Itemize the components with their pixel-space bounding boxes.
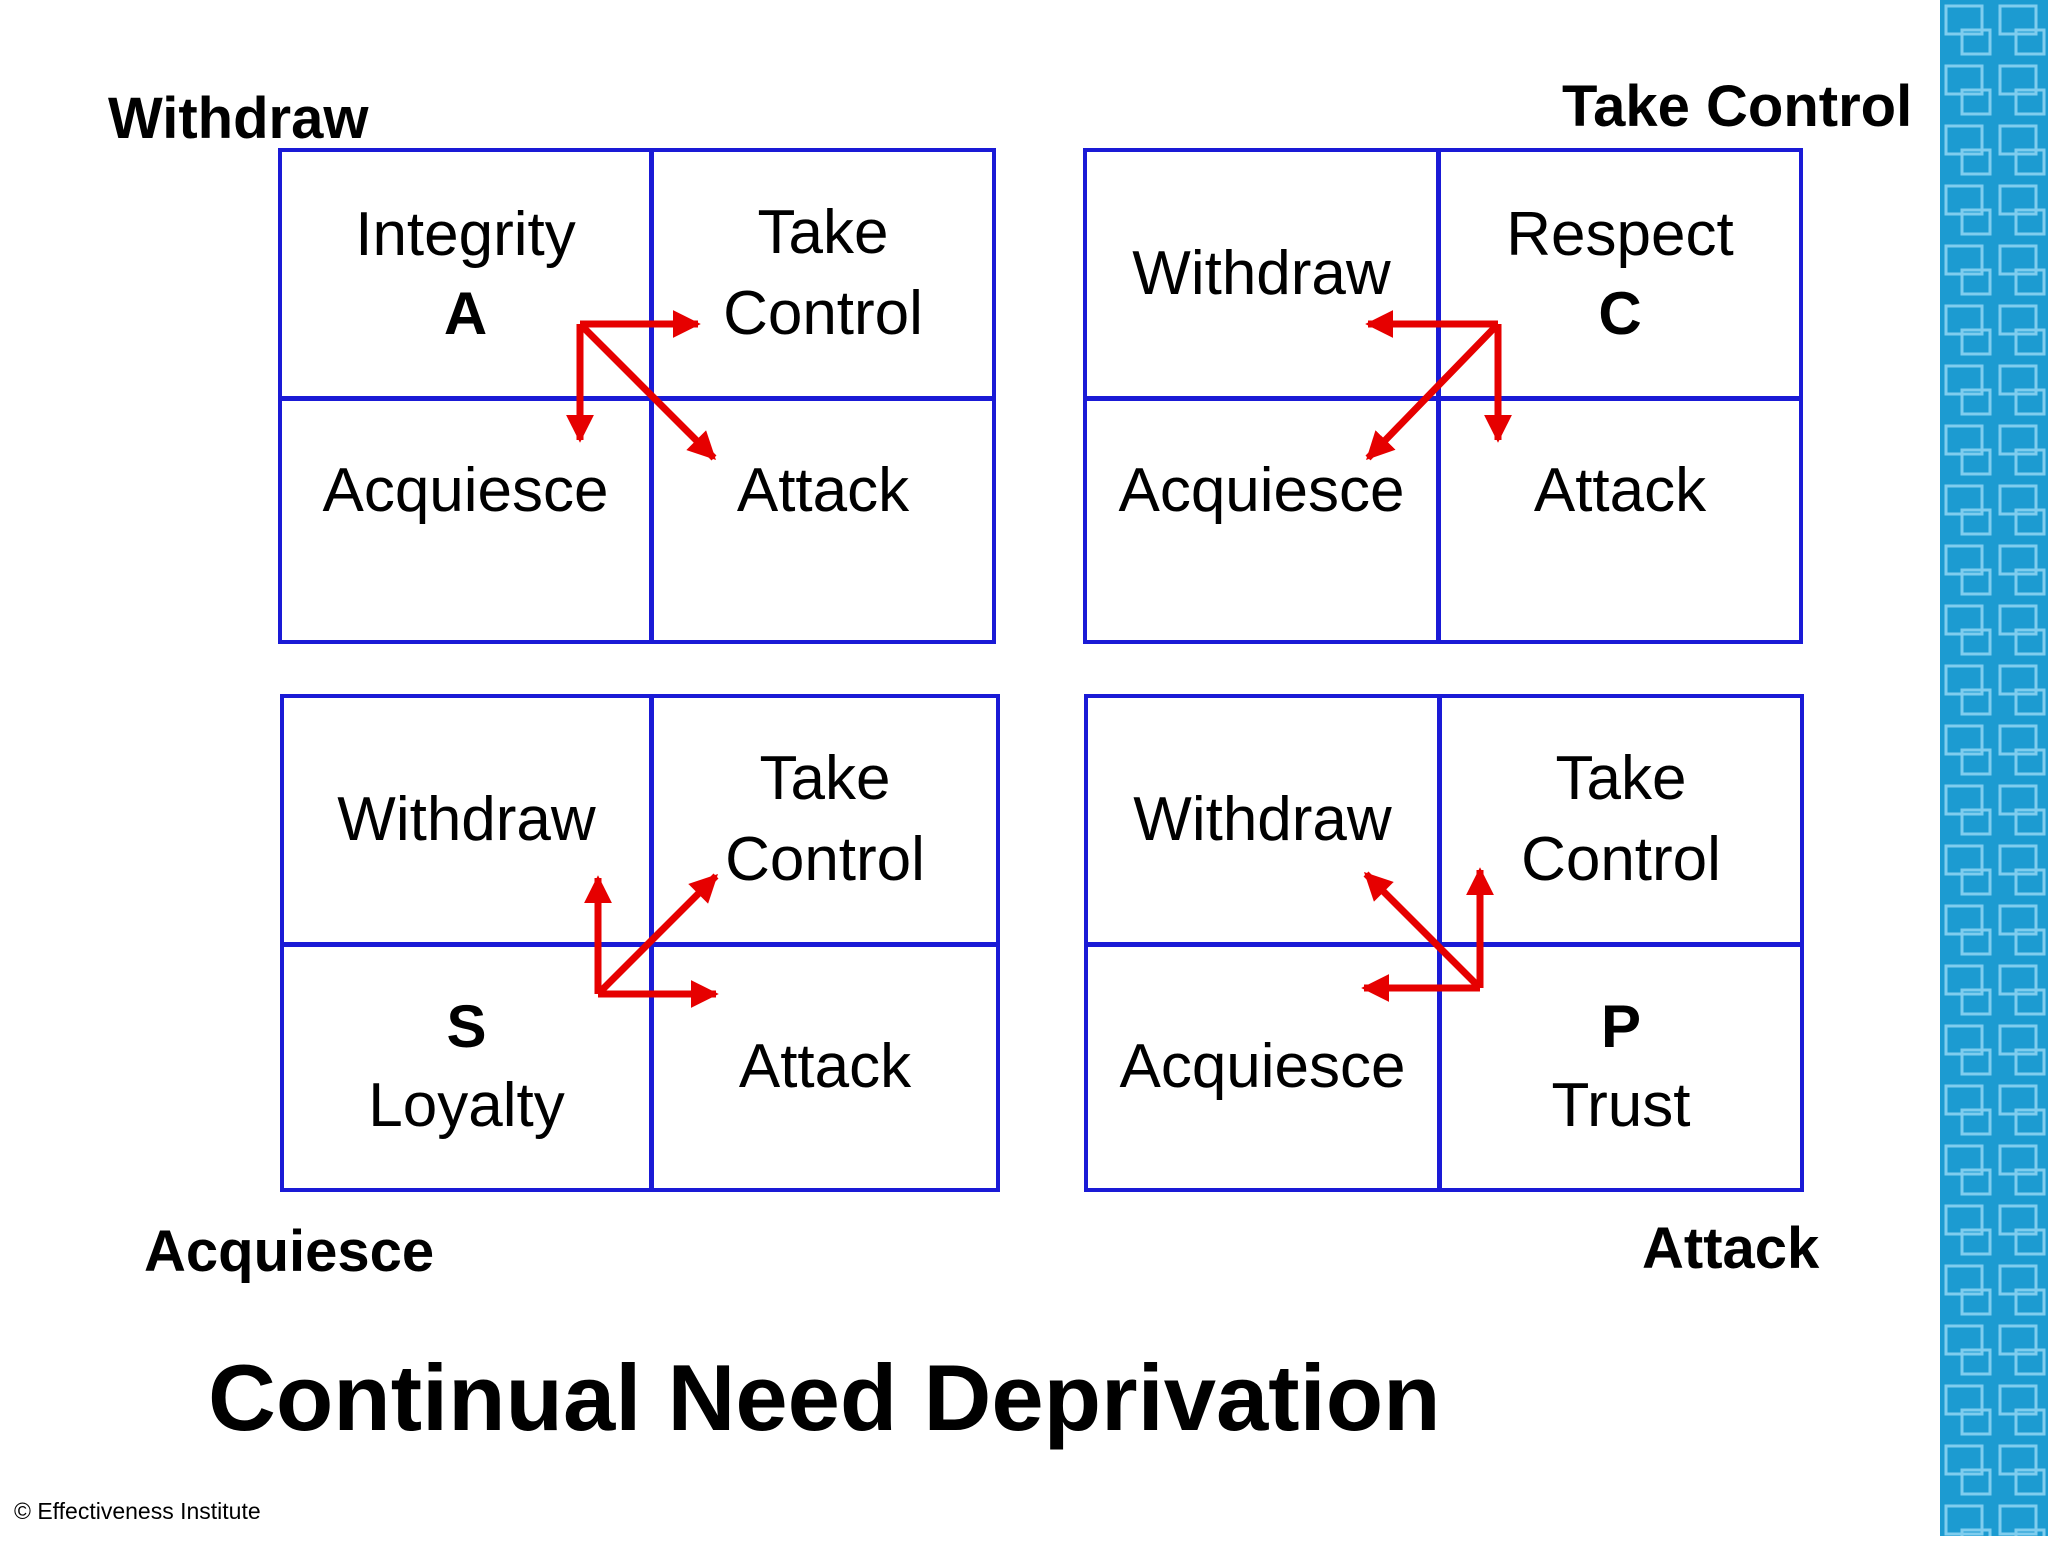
cell-label: Acquiesce (1119, 1032, 1406, 1102)
slide-title: Continual Need Deprivation (208, 1345, 1441, 1450)
cell-trust: P Trust (1442, 947, 1800, 1188)
corner-label-acquiesce: Acquiesce (144, 1219, 435, 1284)
quadrant-grid-p: Withdraw Take Control Acquiesce P Trust (1084, 694, 1804, 1192)
cell-label: Withdraw (1133, 784, 1392, 854)
cell-letter: A (443, 280, 488, 348)
cell-letter: C (1598, 280, 1642, 348)
stripe-pattern (1940, 0, 2048, 1536)
cell-letter: S (446, 993, 487, 1061)
cell-label: Trust (1551, 1071, 1691, 1141)
quadrant-grid-a: Integrity A Take Control Acquiesce Attac… (278, 148, 996, 644)
cell-withdraw: Withdraw (1088, 698, 1437, 942)
cell-acquiesce: Acquiesce (1088, 947, 1437, 1188)
cell-take-control: Take Control (654, 152, 992, 396)
cell-attack: Attack (1441, 401, 1799, 581)
decorative-side-stripe (1940, 0, 2048, 1536)
cell-respect: Respect C (1441, 152, 1799, 396)
cell-label: Take Control (723, 198, 923, 348)
cell-attack: Attack (654, 947, 996, 1188)
cell-label: Attack (736, 455, 910, 525)
cell-withdraw: Withdraw (284, 698, 649, 942)
cell-label: Take Control (725, 744, 925, 894)
cell-label: Withdraw (1132, 238, 1391, 308)
corner-label-take-control: Take Control (1562, 74, 1913, 139)
corner-label-withdraw: Withdraw (108, 86, 369, 151)
cell-integrity: Integrity A (282, 152, 649, 396)
cell-acquiesce: Acquiesce (1087, 401, 1436, 581)
copyright-notice: © Effectiveness Institute (14, 1498, 261, 1524)
cell-attack: Attack (654, 401, 992, 581)
cell-acquiesce: Acquiesce (282, 401, 649, 581)
cell-label: Loyalty (368, 1071, 565, 1141)
cell-take-control: Take Control (1442, 698, 1800, 942)
cell-label: Respect (1506, 199, 1734, 269)
cell-letter: P (1600, 993, 1642, 1061)
quadrant-grid-c: Withdraw Respect C Acquiesce Attack (1083, 148, 1803, 644)
cell-label: Integrity (355, 199, 576, 269)
corner-label-attack: Attack (1642, 1216, 1820, 1281)
cell-label: Acquiesce (1118, 455, 1405, 525)
cell-label: Attack (1533, 455, 1707, 525)
cell-take-control: Take Control (654, 698, 996, 942)
cell-loyalty: S Loyalty (284, 947, 649, 1188)
quadrant-grid-s: Withdraw Take Control S Loyalty Attack (280, 694, 1000, 1192)
cell-withdraw: Withdraw (1087, 152, 1436, 396)
cell-label: Acquiesce (322, 455, 609, 525)
cell-label: Attack (738, 1032, 912, 1102)
cell-label: Take Control (1521, 744, 1721, 894)
cell-label: Withdraw (337, 784, 596, 854)
